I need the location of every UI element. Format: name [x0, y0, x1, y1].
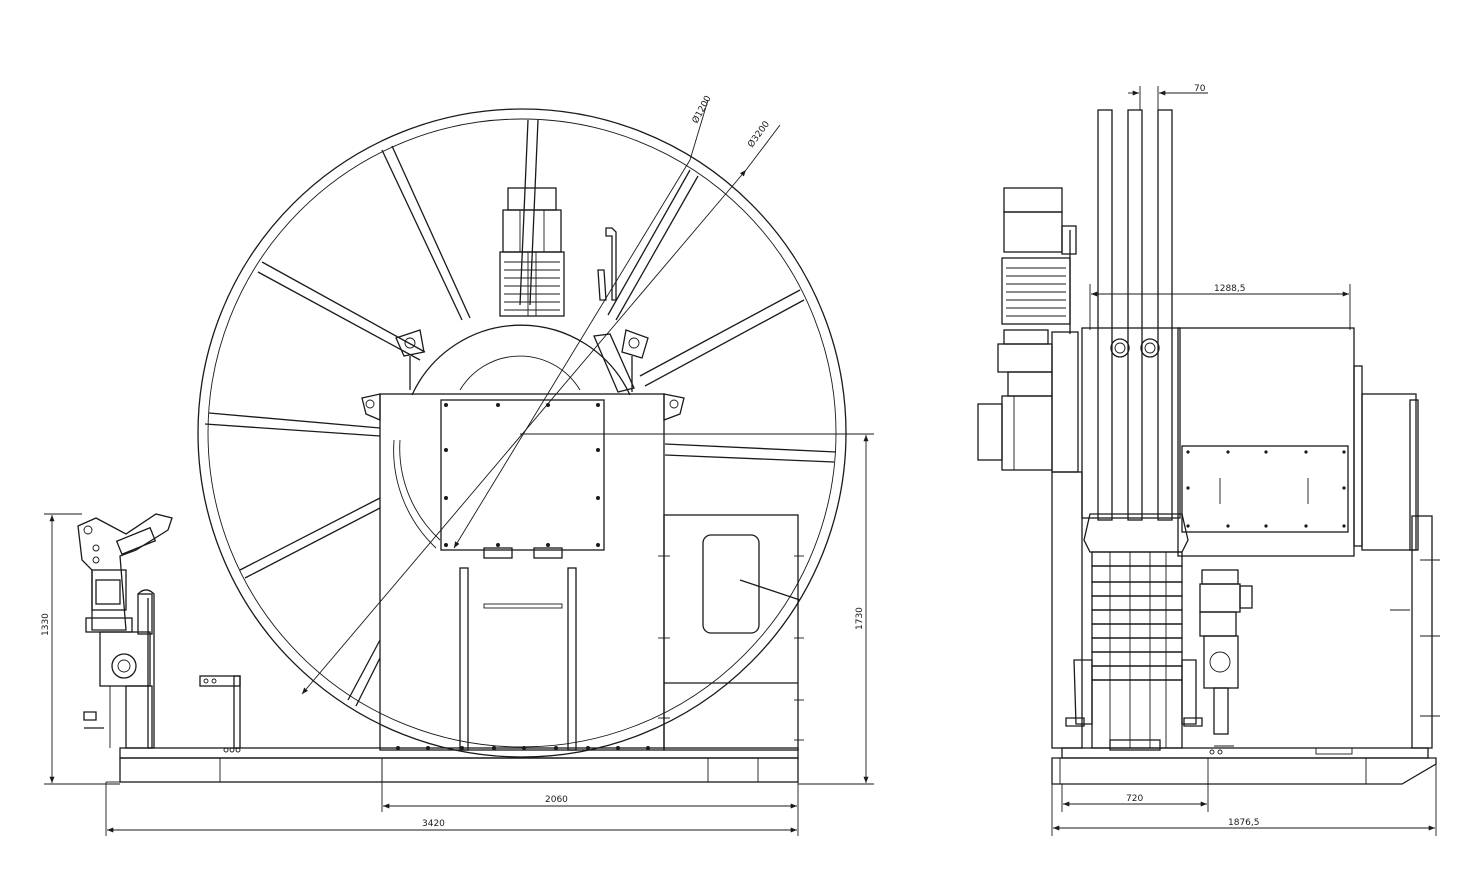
reel-drum: [197, 108, 847, 758]
dim-front-total-length: 3420: [422, 819, 445, 829]
dim-side-total-width: 1876,5: [1228, 818, 1260, 828]
dim-front-base-length: 2060: [545, 795, 568, 805]
front-view: Ø1200 Ø3200 2060 3420 1330 1730: [41, 94, 874, 836]
dim-front-height-left: 1330: [41, 613, 51, 636]
side-dimensions: [1051, 90, 1437, 836]
control-cabinet: [658, 514, 804, 751]
top-motor: [395, 187, 649, 393]
side-base-frame: [1051, 747, 1437, 785]
dim-reel-outer-diameter: Ø3200: [746, 119, 773, 150]
main-housing: [361, 393, 685, 751]
dim-reel-inner-diameter: Ø1200: [690, 94, 714, 126]
dim-side-inner-width: 1288,5: [1214, 284, 1246, 294]
spooling-stack: [1065, 513, 1203, 751]
front-base-frame: [106, 747, 799, 783]
side-gearmotor: [1199, 569, 1253, 747]
diameter-leaders: [301, 99, 781, 695]
left-gearmotor: [77, 513, 241, 749]
dim-front-height-right: 1730: [855, 607, 865, 630]
side-view: 70 1288,5 720 1876,5: [977, 84, 1440, 836]
front-dimensions: [44, 433, 874, 836]
dim-side-gap-top: 70: [1194, 84, 1206, 94]
reel-flanges: [1081, 86, 1181, 521]
dim-side-base-width: 720: [1126, 794, 1143, 804]
side-motor: [977, 187, 1079, 473]
